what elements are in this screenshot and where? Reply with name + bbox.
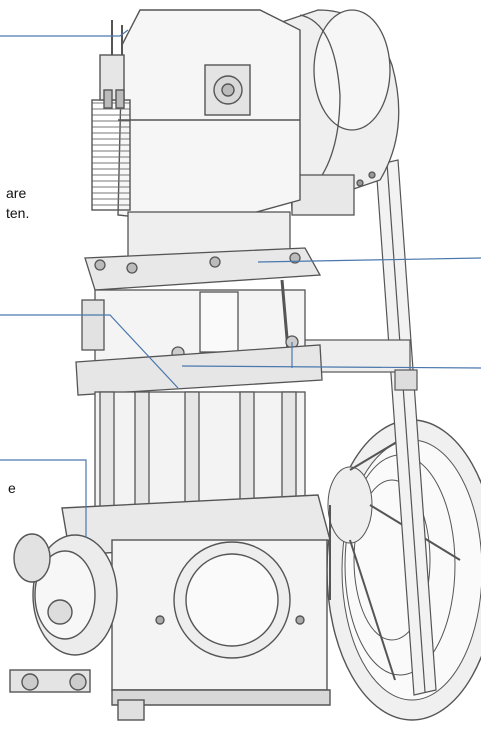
- callout-line-flange: [257, 257, 481, 263]
- crankcase: [61, 494, 331, 706]
- callout-line-head: [0, 29, 129, 37]
- cylinder-head: [91, 9, 301, 226]
- flywheel: [326, 419, 481, 721]
- cylinder-flange: [84, 247, 322, 291]
- cooling-fins: [91, 99, 131, 211]
- label-fragment-3: e: [8, 480, 16, 496]
- blower-housing: [281, 9, 400, 216]
- callout-lines: [0, 29, 481, 538]
- top-valves: [99, 20, 125, 109]
- column: [75, 344, 323, 513]
- callout-line-valve: [181, 365, 481, 369]
- callout-line-cylinder: [0, 314, 179, 389]
- callout-line-crankcase: [0, 459, 87, 538]
- label-fragment-2: ten.: [6, 205, 30, 221]
- label-fragment-1: are: [6, 185, 27, 201]
- front-pump: [9, 533, 145, 721]
- flywheel-hub: [327, 466, 373, 544]
- pump-inlet: [13, 533, 51, 583]
